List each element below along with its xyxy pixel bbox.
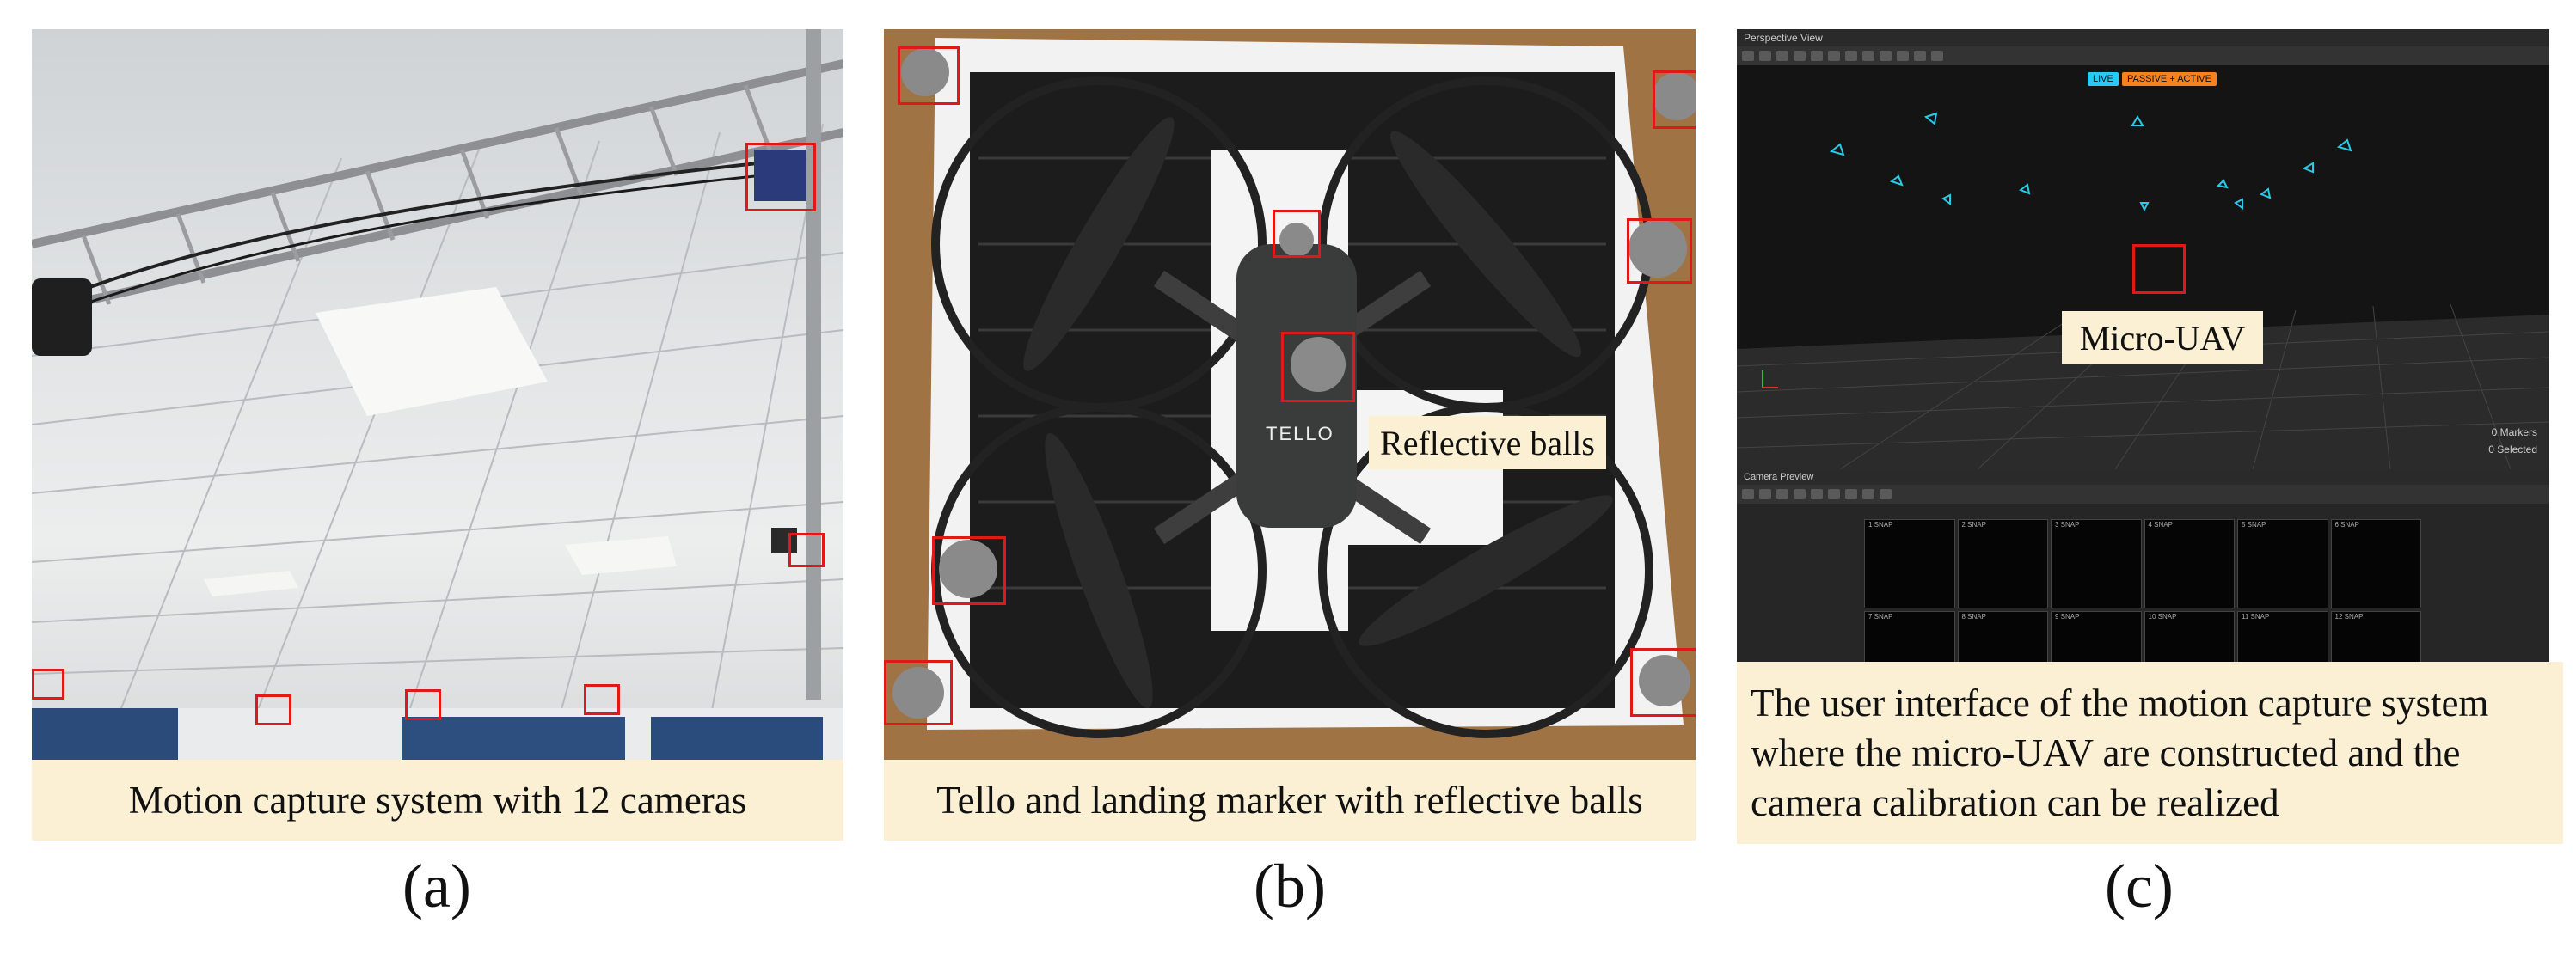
live-badge: LIVE [2088,72,2119,86]
ball-highlight-1 [898,46,960,105]
camera-preview-area: 1 SNAP 2 SNAP 3 SNAP 4 SNAP 5 SNAP 6 SNAP 7 SN… [1737,504,2549,662]
camera-preview-label: 6 SNAP [2334,521,2359,529]
select-icon[interactable] [1811,489,1823,499]
panel-a-photo [32,29,843,760]
layout-icon[interactable] [1742,489,1754,499]
camera-preview-label: 3 SNAP [2055,521,2080,529]
ball-highlight-3 [1627,218,1692,284]
camera-preview-cell[interactable]: 12 SNAP [2330,610,2421,662]
camera-grid: 1 SNAP 2 SNAP 3 SNAP 4 SNAP 5 SNAP 6 SNAP 7 SN… [1864,519,2421,662]
camera-preview-cell[interactable]: 3 SNAP [2051,519,2142,608]
camera-icon[interactable] [1759,51,1771,61]
camera-preview-label: 4 SNAP [2148,521,2173,529]
network-icon[interactable] [1794,51,1806,61]
eye-icon[interactable] [1880,489,1892,499]
camera-preview-label: 11 SNAP [2242,612,2270,621]
grid-icon[interactable] [1742,51,1754,61]
zoom-out-icon[interactable] [1828,51,1840,61]
camera-preview-cell[interactable]: 7 SNAP [1864,610,1955,662]
camera-preview-cell[interactable]: 1 SNAP [1864,519,1955,608]
camera-highlight-5 [405,689,441,720]
camera-preview-cell[interactable]: 8 SNAP [1957,610,2048,662]
settings-icon[interactable] [1931,51,1943,61]
label-b: (b) [1254,852,1326,920]
panel-b-photo: TELLO Reflective balls [884,29,1696,760]
camera-preview-cell[interactable]: 10 SNAP [2144,610,2235,662]
camera-preview-label: 7 SNAP [1868,612,1893,621]
label-c: (c) [2105,852,2174,920]
ball-highlight-8 [1630,648,1696,717]
camera-preview-label: 10 SNAP [2148,612,2177,621]
camera-preview-label: 12 SNAP [2334,612,2364,621]
ball-highlight-4 [1273,210,1321,258]
camera-preview-title: Camera Preview [1737,469,2549,485]
zoom-in-icon[interactable] [1759,489,1771,499]
ball-highlight-7 [884,660,953,725]
ball-highlight-5 [1281,332,1355,402]
label-a: (a) [402,852,471,920]
camera-preview-label: 9 SNAP [2055,612,2080,621]
camera-preview-label: 8 SNAP [1961,612,1986,621]
caption-c: The user interface of the motion capture… [1737,662,2563,844]
pen-icon[interactable] [1862,489,1874,499]
ceiling-photo-illustration [32,29,843,760]
perspective-toolbar [1737,46,2549,65]
camera-preview-label: 5 SNAP [2242,521,2266,529]
square-icon[interactable] [1845,489,1857,499]
camera-preview-cell[interactable]: 4 SNAP [2144,519,2235,608]
ball-highlight-2 [1653,70,1696,129]
zoom-out-icon[interactable] [1776,489,1788,499]
camera-highlight-3 [32,669,64,700]
caption-a: Motion capture system with 12 cameras [32,760,843,841]
ball-highlight-6 [932,536,1006,605]
zoom-fit-icon[interactable] [1845,51,1857,61]
caption-b: Tello and landing marker with reflective… [884,760,1696,841]
micro-uav-callout: Micro-UAV [2062,311,2263,364]
move-icon[interactable] [1880,51,1892,61]
reflective-balls-callout: Reflective balls [1369,416,1606,469]
camera-preview-cell[interactable]: 2 SNAP [1957,519,2048,608]
camera-preview-cell[interactable]: 11 SNAP [2237,610,2328,662]
snapshot-icon[interactable] [1776,51,1788,61]
panel-c-ui: Perspective View [1737,29,2549,662]
dot-icon[interactable] [1828,489,1840,499]
perspective-view-title: Perspective View [1737,29,2549,46]
camera-preview-cell[interactable]: 5 SNAP [2237,519,2328,608]
camera-preview-cell[interactable]: 6 SNAP [2330,519,2421,608]
micro-uav-highlight [2132,244,2186,294]
selected-count: 0 Selected [2488,443,2537,456]
camera-preview-cell[interactable]: 9 SNAP [2051,610,2142,662]
eye-icon[interactable] [1914,51,1926,61]
camera-highlight-6 [584,684,620,715]
markers-count: 0 Markers [2491,426,2537,438]
camera-preview-label: 2 SNAP [1961,521,1986,529]
camera-highlight-1 [745,143,816,211]
mode-badge: PASSIVE + ACTIVE [2122,72,2217,86]
record-icon[interactable] [1794,489,1806,499]
camera-highlight-4 [255,694,291,725]
select-icon[interactable] [1862,51,1874,61]
rotate-icon[interactable] [1897,51,1909,61]
tello-logo: TELLO [1266,423,1334,444]
camera-preview-label: 1 SNAP [1868,521,1893,529]
zoom-in-icon[interactable] [1811,51,1823,61]
camera-preview-toolbar [1737,485,2549,504]
camera-highlight-2 [788,533,825,567]
viewport-3d[interactable]: LIVE PASSIVE + ACTIVE Micro-UAV 0 Marker… [1737,65,2549,470]
drone-photo-illustration [892,38,1696,738]
